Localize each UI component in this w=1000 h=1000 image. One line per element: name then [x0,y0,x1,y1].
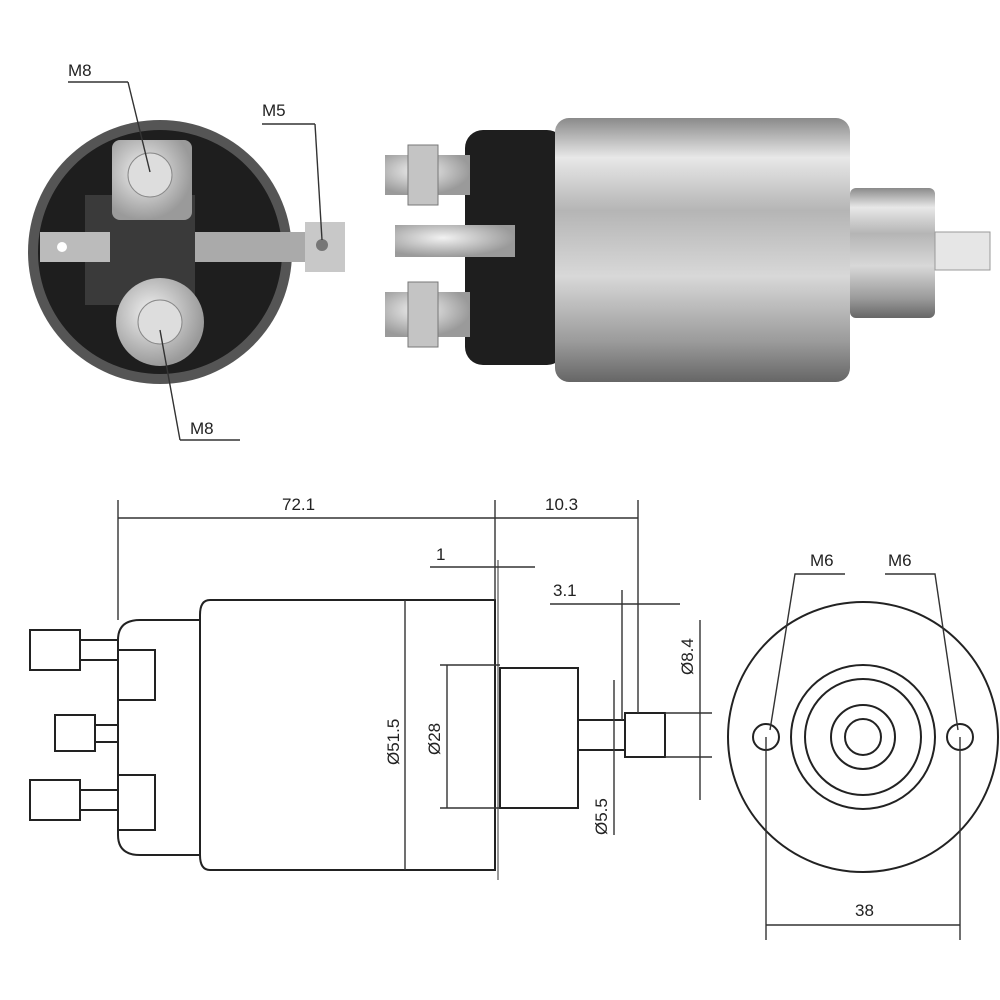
dim-d8-4: Ø8.4 [678,638,697,675]
leader-line [127,81,151,173]
dim-3-1: 3.1 [553,581,577,600]
front-drawing [727,573,999,940]
end-view-photo [28,120,345,384]
leader-line [159,329,181,441]
label-m8-top: M8 [68,61,92,80]
label-m5: M5 [262,101,286,120]
dim-d51-5: Ø51.5 [384,719,403,765]
leader-line [314,123,323,241]
dim-38: 38 [855,901,874,920]
label-m6-right: M6 [888,551,912,570]
dim-d28: Ø28 [425,723,444,755]
side-view-photo [385,118,991,382]
label-m6-left: M6 [810,551,834,570]
label-m8-bottom: M8 [190,419,214,438]
dimension-lines [117,500,712,870]
dim-1: 1 [436,545,445,564]
dim-10-3: 10.3 [545,495,578,514]
side-drawing [29,560,666,880]
dim-d5-5: Ø5.5 [592,798,611,835]
dim-72-1: 72.1 [282,495,315,514]
